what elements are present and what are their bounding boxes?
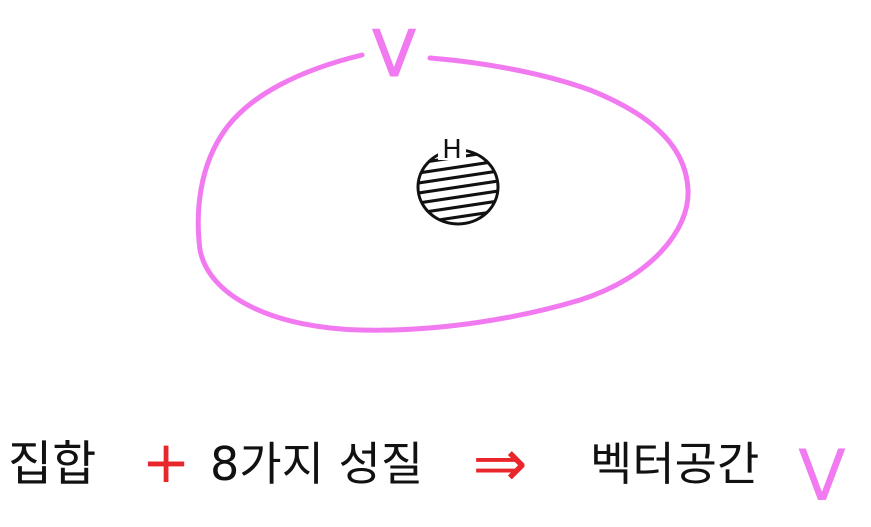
equation-plus: +	[142, 428, 191, 496]
equation-symbol-v: V	[798, 435, 846, 517]
equation-term-set: 집합	[8, 436, 96, 492]
equation-vector-space: 벡터공간	[590, 437, 759, 491]
equation-implies-arrow: ⇒	[472, 425, 527, 502]
element-h: H	[416, 134, 500, 226]
equation-term-eight-properties: 8가지 성질	[210, 437, 423, 491]
equation: 집합 + 8가지 성질 ⇒ 벡터공간 V	[8, 425, 846, 517]
set-v-outline	[195, 52, 691, 333]
element-h-label: H	[442, 135, 462, 165]
set-label-v: V	[372, 18, 416, 92]
